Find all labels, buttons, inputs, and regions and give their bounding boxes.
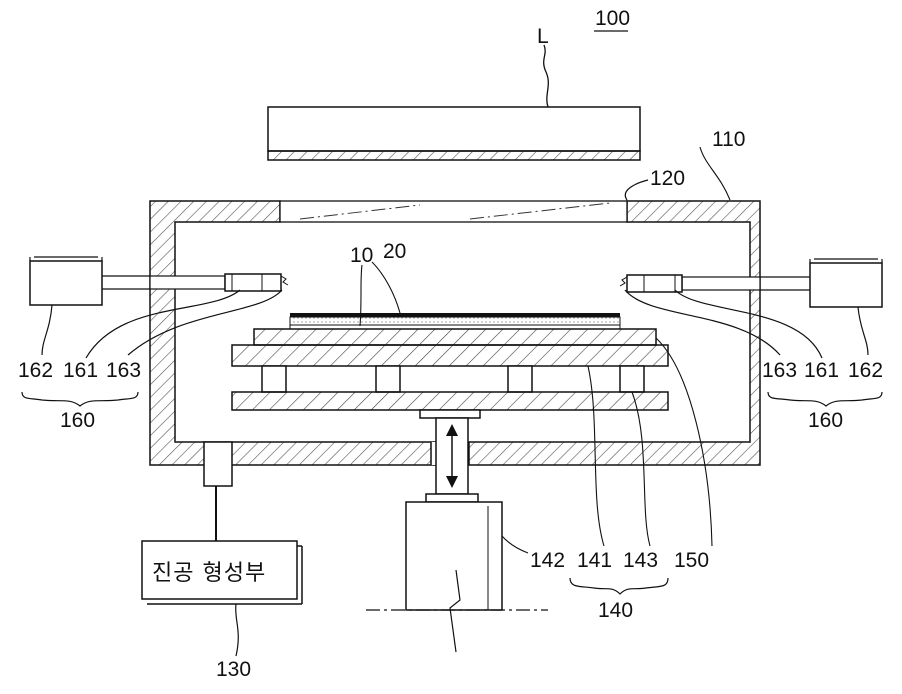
label-stage-plate: 141 [577,549,612,572]
label-window: 120 [650,167,685,190]
label-vacuum-number: 130 [216,658,251,681]
label-left-sensor-tip: 163 [106,359,141,382]
label-mask: 150 [674,549,709,572]
transparent-window [279,179,649,223]
left-sensor-unit [21,256,289,407]
reference-labels: 100 L 110 120 10 20 162 161 163 160 163 … [18,7,883,681]
label-lower-plate: 143 [623,549,658,572]
mask-plate [253,328,657,346]
right-sensor-unit [619,258,883,407]
label-left-sensor-group: 160 [60,409,95,432]
label-substrate: 10 [350,244,373,267]
label-vacuum-unit: 진공 형성부 [152,561,266,586]
label-lift: 142 [530,549,565,572]
label-right-sensor-body: 162 [848,359,883,382]
label-figure-number: 100 [595,7,630,30]
label-stage-group: 140 [598,599,633,622]
label-film: 20 [383,240,406,263]
laser-source [267,44,641,161]
leader-lines [359,146,731,595]
label-left-sensor-probe: 161 [63,359,98,382]
substrate-stack [289,313,621,330]
stage-plate [231,344,669,411]
label-right-sensor-tip: 163 [762,359,797,382]
label-right-sensor-probe: 161 [804,359,839,382]
vacuum-unit [141,540,303,657]
label-right-sensor-group: 160 [808,409,843,432]
lift-actuator [366,409,548,653]
label-laser: L [537,25,549,48]
label-left-sensor-body: 162 [18,359,53,382]
label-chamber: 110 [712,128,745,151]
